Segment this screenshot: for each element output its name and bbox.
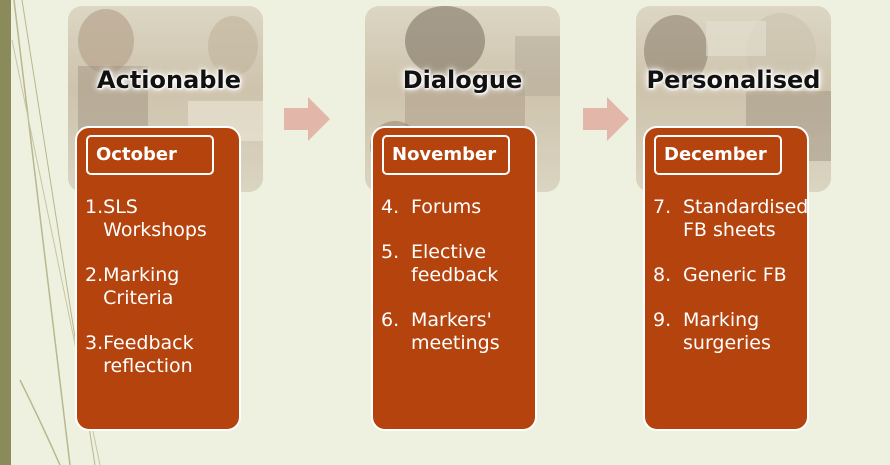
card-december: December 7.Standardised FB sheets 8.Gene… (643, 126, 809, 431)
month-label-november: November (382, 135, 510, 175)
list-item: 6.Markers' meetings (381, 309, 500, 354)
list-item: 3.Feedback reflection (85, 332, 194, 377)
list-item: 5.Elective feedback (381, 241, 499, 286)
heading-personalised: Personalised (646, 66, 821, 94)
list-item: 4.Forums (381, 196, 482, 218)
item-list-december: 7.Standardised FB sheets 8.Generic FB 9.… (653, 196, 809, 377)
left-accent-bar (0, 0, 11, 465)
card-november: November 4.Forums 5.Elective feedback 6.… (371, 126, 537, 431)
arrow-right-1 (284, 97, 330, 141)
item-list-november: 4.Forums 5.Elective feedback 6.Markers' … (381, 196, 535, 377)
list-item: 8.Generic FB (653, 264, 787, 286)
item-list-october: 1.SLS Workshops 2.Marking Criteria 3.Fee… (85, 196, 239, 400)
card-october: October 1.SLS Workshops 2.Marking Criter… (75, 126, 241, 431)
arrow-right-2 (583, 97, 629, 141)
heading-dialogue: Dialogue (402, 66, 523, 94)
list-item: 2.Marking Criteria (85, 264, 180, 309)
heading-actionable: Actionable (97, 66, 241, 94)
list-item: 9.Marking surgeries (653, 309, 771, 354)
month-label-december: December (654, 135, 782, 175)
list-item: 1.SLS Workshops (85, 196, 207, 241)
month-label-october: October (86, 135, 214, 175)
list-item: 7.Standardised FB sheets (653, 196, 809, 241)
